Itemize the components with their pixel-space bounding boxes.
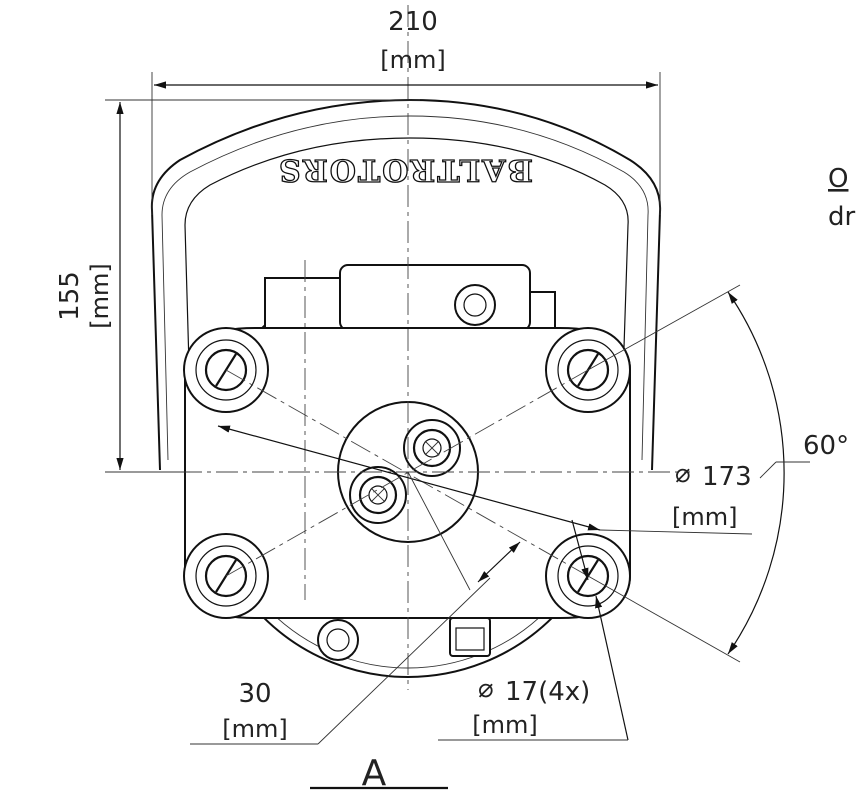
dimension-height: 155 [mm] [55,99,420,473]
dimension-offset: 30 [mm] [190,471,521,745]
hole-diameter-symbol: ⌀ [478,674,494,704]
offset-unit: [mm] [222,715,287,743]
dimension-angle-value: 60° [803,431,849,461]
dimension-angle: 60° [587,284,849,663]
view-label: A [310,753,448,794]
dimension-hole-diameter: ⌀ 17(4x) [mm] [438,519,629,741]
hole-diameter-value: 17(4x) [505,677,590,707]
dimension-width: 210 [mm] [151,7,661,215]
hole-diameter-unit: [mm] [472,711,537,739]
dimension-pitch-diameter: ⌀ 173 [mm] [217,425,753,535]
dimension-width-value: 210 [388,7,438,37]
svg-text:BALTROTORS: BALTROTORS [277,152,533,187]
dimension-height-value: 155 [55,271,85,321]
pitch-diameter-unit: [mm] [672,503,737,531]
pitch-diameter-symbol: ⌀ [675,459,691,489]
offset-value: 30 [238,679,271,709]
cut-off-text: O dr [828,164,856,232]
dimension-width-unit: [mm] [380,46,445,74]
svg-text:dr: dr [828,202,856,232]
dimension-height-unit: [mm] [86,263,114,328]
svg-text:O: O [828,164,848,194]
brand-lettering: BALTROTORS [276,151,533,187]
pitch-diameter-value: 173 [702,462,752,492]
